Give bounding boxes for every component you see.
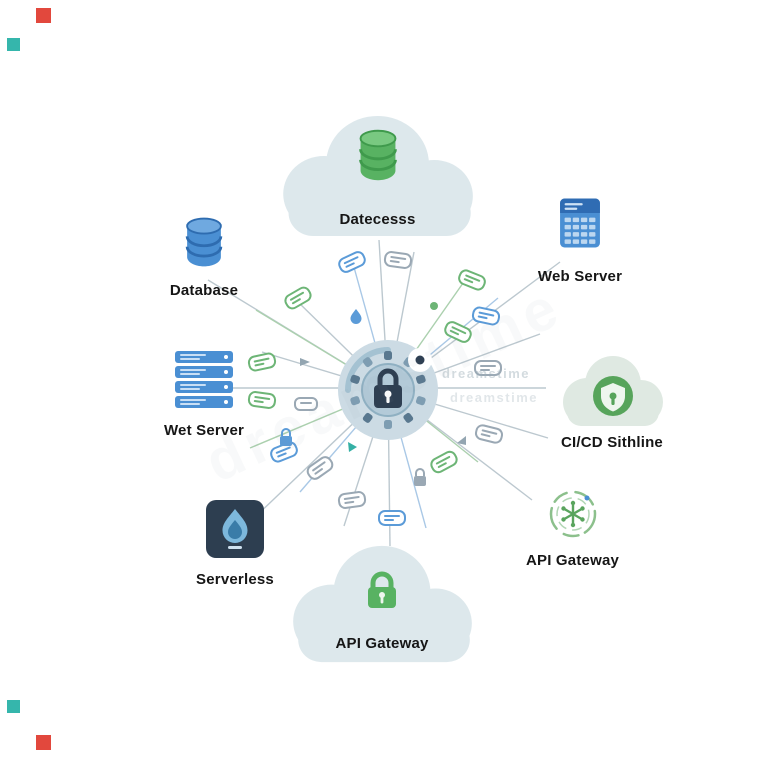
pill-icon (247, 352, 277, 372)
lock-green-icon (368, 571, 396, 608)
node-label: Wet Server (163, 422, 245, 439)
lock-icon (414, 468, 426, 486)
node-web-server: Web Server (516, 194, 644, 285)
server-panel-icon (560, 198, 600, 248)
node-api-gateway: API Gateway (510, 486, 635, 569)
logo-square-red (36, 8, 51, 23)
node-label: API Gateway (525, 552, 620, 569)
pill-icon (284, 286, 312, 310)
serverless-drop-icon (206, 500, 264, 558)
node-api-gateway-cloud: API Gateway (276, 542, 488, 666)
hub-notch-dot (415, 355, 425, 365)
drop-icon (350, 309, 362, 324)
cloud-shield-icon (563, 356, 663, 426)
pill-icon (430, 450, 458, 474)
database-blue-icon (185, 217, 223, 267)
pill-icon (474, 360, 502, 376)
node-serverless: Serverless (170, 500, 300, 588)
node-label: Database (169, 282, 239, 299)
lock-icon (280, 428, 292, 446)
node-data-access-cloud: Datecesss (265, 112, 490, 240)
pill-icon (247, 391, 277, 409)
triangle-icon (457, 436, 466, 445)
logo-square-teal (7, 38, 20, 51)
hub-lock-icon (374, 368, 402, 408)
pill-icon (383, 251, 413, 269)
node-label: CI/CD Sithline (561, 434, 663, 451)
node-cicd-pipeline: CI/CD Sithline (548, 350, 676, 451)
node-wet-server: Wet Server (134, 348, 274, 439)
security-hub (334, 336, 442, 444)
pill-icon (458, 269, 486, 291)
node-label: Web Server (537, 268, 623, 285)
node-label: Serverless (196, 571, 274, 588)
pill-icon (306, 456, 334, 480)
pill-icon (378, 510, 406, 526)
pill-icon (338, 251, 366, 273)
pill-icon (337, 491, 367, 509)
pill-icon (471, 306, 501, 326)
server-rack-icon (175, 351, 233, 408)
node-database: Database (134, 212, 274, 299)
node-label: Datecesss (339, 211, 416, 228)
triangle-icon (348, 442, 357, 452)
pill-icons (247, 251, 504, 526)
logo-square-red (36, 735, 51, 750)
padlock-gear-hub-icon (338, 340, 438, 440)
gateway-circle-icon (549, 490, 596, 538)
node-label: API Gateway (335, 635, 429, 652)
pill-icon (474, 424, 504, 444)
pill-icon (444, 321, 472, 343)
logo-square-teal (7, 700, 20, 713)
database-green-icon (358, 129, 397, 181)
pill-icon (294, 397, 318, 411)
mini-markers (280, 302, 466, 486)
triangle-icon (300, 358, 310, 366)
dot-icon (430, 302, 438, 310)
